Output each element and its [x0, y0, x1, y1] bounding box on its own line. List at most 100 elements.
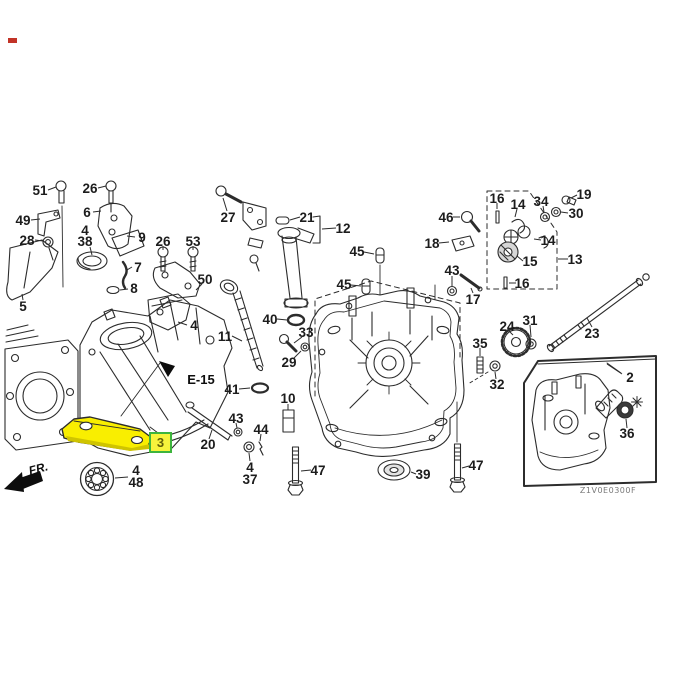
- part-label-15-44: 15: [522, 254, 538, 269]
- flange-bolts-47: [287, 443, 466, 496]
- leader-line-41: [238, 387, 251, 390]
- leader-line-51: [47, 186, 57, 191]
- part-label-27-15: 27: [220, 210, 235, 225]
- leader-line-49: [30, 218, 41, 221]
- star-mark-icon: [631, 396, 643, 408]
- ball-bearing-drawing: [79, 461, 115, 497]
- part-label-23-51: 23: [584, 326, 600, 341]
- leader-line-36: [625, 418, 628, 429]
- leader-line-15: [516, 255, 524, 262]
- part-label-51-0: 51: [32, 183, 48, 198]
- oil-pan-drawing: [308, 280, 465, 458]
- part-label-7-10: 7: [134, 260, 142, 275]
- part-label-31-50: 31: [522, 313, 538, 328]
- inset-view-box: [523, 355, 657, 487]
- hanger-bracket-drawing: [147, 293, 191, 331]
- part-label-5-13: 5: [19, 299, 27, 314]
- part-label-40-20: 40: [262, 312, 277, 327]
- part-label-43-26: 43: [228, 411, 244, 426]
- pin-35-washer-32: [467, 356, 501, 385]
- part-label-44-27: 44: [253, 422, 269, 437]
- leader-line-33: [293, 336, 303, 344]
- governor-group-drawing: [446, 190, 577, 297]
- part-label-14-39: 14: [510, 197, 526, 212]
- highlight-callout-box[interactable]: [149, 432, 172, 453]
- leader-line-39: [410, 471, 417, 475]
- red-mark: [8, 38, 17, 43]
- part-label-20-28: 20: [200, 437, 215, 452]
- part-label-48-32: 48: [128, 475, 144, 490]
- oil-seal-39-drawing: [377, 459, 411, 481]
- part-label-39-34: 39: [415, 467, 430, 482]
- part-label-30-42: 30: [568, 206, 583, 221]
- part-label-35-52: 35: [472, 336, 488, 351]
- leader-line-32: [494, 371, 497, 380]
- part-label-32-53: 32: [489, 377, 504, 392]
- part-label-4-31: 4: [132, 463, 140, 478]
- leader-line-34: [542, 205, 545, 213]
- part-label-16-45: 16: [514, 276, 530, 291]
- part-label-12-17: 12: [335, 221, 350, 236]
- part-label-2-54: 2: [626, 370, 634, 385]
- bracket-21-drawing: [215, 185, 290, 272]
- leader-line-12: [321, 227, 337, 230]
- part-label-4-29: 4: [246, 460, 254, 475]
- part-label-4-5: 4: [81, 223, 89, 238]
- part-label-8-11: 8: [130, 281, 138, 296]
- part-label-6-3: 6: [83, 205, 91, 220]
- leader-line-47: [300, 469, 312, 472]
- oil-seal-38-drawing: [76, 251, 108, 271]
- part-label-21-16: 21: [299, 210, 315, 225]
- part-label-29-23: 29: [281, 355, 296, 370]
- part-label-26-8: 26: [155, 234, 171, 249]
- part-label-17-48: 17: [465, 292, 480, 307]
- leader-line-21: [289, 216, 301, 221]
- highlight-callout-number[interactable]: 3: [157, 435, 164, 450]
- leader-line-23: [586, 317, 593, 328]
- part-label-45-18: 45: [349, 244, 365, 259]
- part-label-41-24: 41: [224, 382, 240, 397]
- engine-ref-label: E-15: [187, 372, 214, 387]
- gear-and-shaft: [500, 273, 650, 358]
- part-label-10-25: 10: [280, 391, 295, 406]
- part-label-16-38: 16: [489, 191, 505, 206]
- part-label-13-46: 13: [567, 252, 583, 267]
- lower-center-small-parts: [185, 401, 295, 456]
- part-label-4-14: 4: [190, 318, 198, 333]
- guard-plate-drawing: [6, 239, 59, 301]
- leader-line-28: [34, 239, 44, 242]
- part-label-38-6: 38: [77, 234, 93, 249]
- dipstick-drawing: [219, 279, 270, 394]
- leader-line-17: [470, 287, 474, 294]
- leader-line-40: [276, 318, 288, 321]
- part-label-18-37: 18: [424, 236, 440, 251]
- part-label-28-4: 28: [19, 233, 35, 248]
- leader-line-27: [222, 197, 228, 212]
- part-label-14-43: 14: [540, 233, 556, 248]
- part-label-11-22: 11: [218, 329, 233, 344]
- part-label-19-41: 19: [576, 187, 591, 202]
- leader-line-8: [119, 288, 129, 291]
- leader-line-30: [560, 211, 569, 214]
- part-label-24-49: 24: [499, 319, 515, 334]
- leader-line-44: [259, 433, 262, 442]
- leader-line-20: [208, 429, 213, 440]
- front-arrow-icon: [4, 471, 43, 492]
- leader-line-24: [508, 330, 514, 336]
- part-label-37-30: 37: [242, 472, 257, 487]
- leader-line-31: [529, 324, 532, 338]
- leader-line-38: [89, 246, 93, 256]
- upper-right-small-parts: [106, 246, 201, 299]
- leader-line-47: [461, 465, 470, 469]
- leader-line-19: [570, 194, 578, 199]
- leader-line-26: [97, 185, 107, 189]
- small-fasteners-left: [37, 180, 117, 288]
- leader-line-29: [293, 350, 302, 359]
- leader-line-48: [114, 476, 129, 479]
- leader-line-2: [606, 363, 623, 375]
- part-label-45-19: 45: [336, 277, 352, 292]
- leader-line-14: [533, 238, 542, 241]
- part-label-49-2: 49: [15, 213, 30, 228]
